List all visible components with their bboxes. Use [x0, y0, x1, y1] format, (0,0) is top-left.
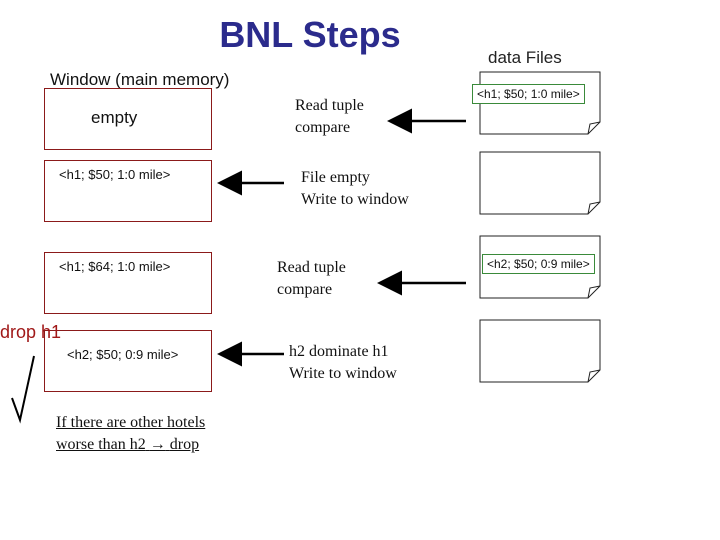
- step-2-line1: File empty: [301, 169, 370, 186]
- page-title: BNL Steps: [219, 14, 401, 55]
- window-box-2: <h1; $50; 1:0 mile>: [44, 160, 212, 222]
- step-1-text: Read tuple compare: [295, 95, 364, 139]
- file-label-1: <h1; $50; 1:0 mile>: [472, 84, 585, 104]
- step-3-line1: Read tuple: [277, 259, 346, 276]
- step-3-text: Read tuple compare: [277, 257, 346, 301]
- window-label: Window (main memory): [50, 70, 230, 89]
- note: If there are other hotels worse than h2 …: [56, 412, 205, 456]
- step-4-text: h2 dominate h1 Write to window: [289, 341, 397, 385]
- window-box-3-text: <h1; $64; 1:0 mile>: [59, 259, 171, 274]
- note-line2-suffix: drop: [169, 436, 200, 453]
- drop-h1-label: drop h1: [0, 322, 62, 342]
- data-files-label: data Files: [488, 48, 562, 67]
- window-box-1: empty: [44, 88, 212, 150]
- step-2-text: File empty Write to window: [301, 167, 409, 211]
- note-line1: If there are other hotels: [56, 414, 206, 431]
- step-1-line1: Read tuple: [295, 97, 364, 114]
- step-2-line2: Write to window: [301, 191, 409, 208]
- step-1-line2: compare: [295, 119, 351, 136]
- step-3-line2: compare: [277, 281, 333, 298]
- data-file-4: [479, 319, 601, 383]
- window-box-4-text: <h2; $50; 0:9 mile>: [67, 347, 179, 362]
- window-box-4: <h2; $50; 0:9 mile>: [44, 330, 212, 392]
- window-box-2-text: <h1; $50; 1:0 mile>: [59, 167, 171, 182]
- note-line2: worse than h2 → drop: [56, 434, 205, 456]
- note-line2-prefix: worse than h2: [56, 436, 146, 453]
- file-label-2: <h2; $50; 0:9 mile>: [482, 254, 595, 274]
- step-4-line2: Write to window: [289, 365, 397, 382]
- data-file-2: [479, 151, 601, 215]
- right-arrow-icon: →: [149, 436, 166, 453]
- check-mark-icon: [11, 355, 35, 424]
- window-box-3: <h1; $64; 1:0 mile>: [44, 252, 212, 314]
- window-box-1-text: empty: [91, 108, 138, 127]
- step-4-line1: h2 dominate h1: [289, 343, 389, 360]
